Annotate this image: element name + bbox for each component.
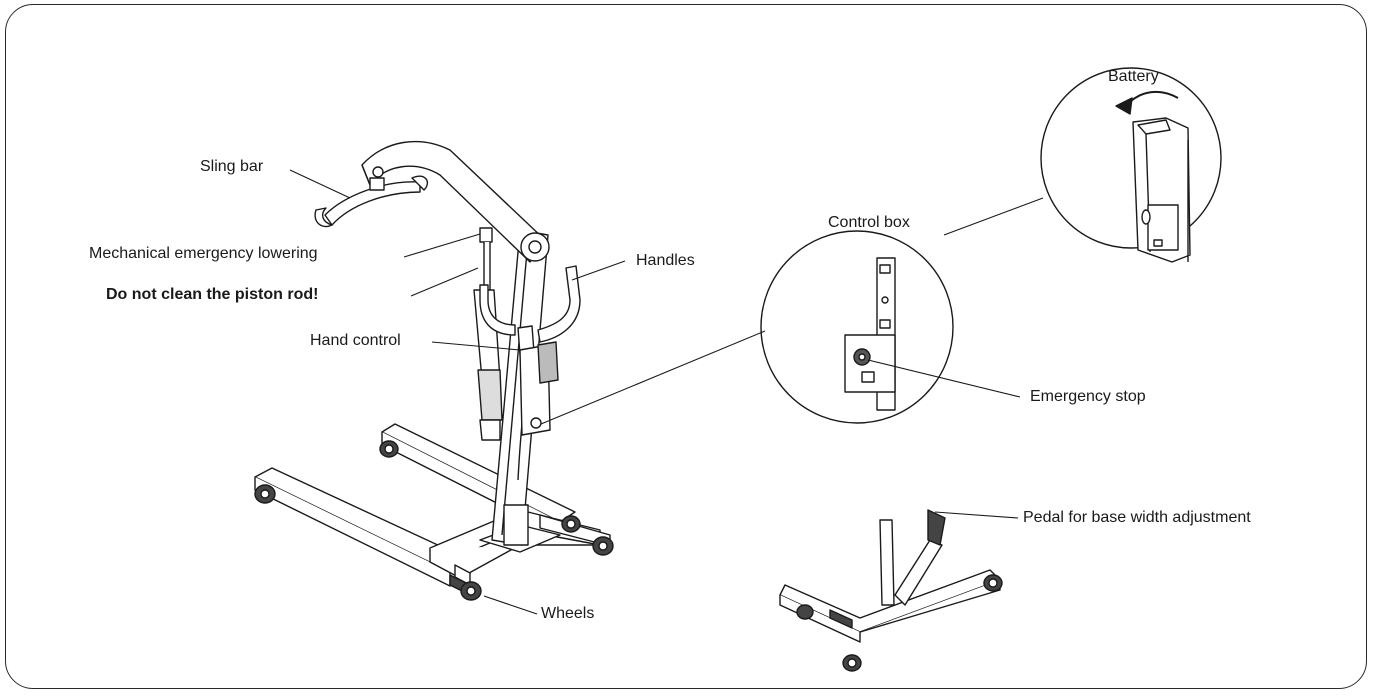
label-wheels: Wheels	[541, 605, 595, 622]
label-battery: Battery	[1108, 68, 1159, 85]
leader-sling-bar	[289, 169, 351, 199]
leader-mechanical-lowering	[403, 233, 481, 258]
leader-piston-rod	[410, 267, 479, 297]
boom	[361, 140, 550, 263]
leader-control-box	[540, 330, 766, 425]
patient-lift-illustration	[254, 140, 614, 601]
leader-handles	[571, 260, 626, 281]
sling-bar-hardware	[314, 175, 429, 228]
control-box-unit	[519, 341, 559, 436]
base-center	[429, 509, 614, 596]
control-box-detail	[760, 230, 954, 424]
leader-lines	[289, 169, 1044, 615]
label-pedal-base-width: Pedal for base width adjustment	[1023, 509, 1251, 526]
handles-frame	[479, 265, 581, 343]
label-emergency-stop: Emergency stop	[1030, 388, 1146, 405]
front-wheel-assembly	[454, 515, 581, 601]
pedal-detail-illustration	[779, 509, 1003, 672]
leader-emergency-stop	[867, 359, 1021, 398]
leader-battery	[943, 197, 1044, 236]
label-piston-rod-warning: Do not clean the piston rod!	[106, 286, 319, 303]
leader-wheels	[483, 595, 538, 615]
actuator	[473, 227, 503, 441]
label-sling-bar: Sling bar	[200, 158, 264, 175]
diagram-frame	[5, 4, 1367, 689]
front-base-leg	[254, 467, 471, 587]
leader-pedal	[934, 511, 1019, 519]
label-mechanical-emergency-lowering: Mechanical emergency lowering	[89, 245, 318, 262]
label-hand-control: Hand control	[310, 332, 401, 349]
leader-hand-control	[431, 341, 521, 351]
label-handles: Handles	[636, 252, 695, 269]
label-control-box: Control box	[828, 214, 910, 231]
battery-detail	[1040, 67, 1222, 263]
